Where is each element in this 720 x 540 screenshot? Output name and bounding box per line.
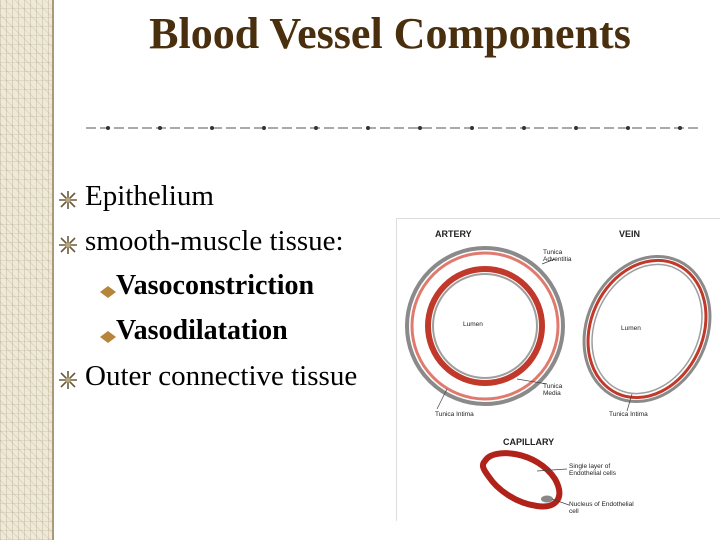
vein-drawing bbox=[582, 254, 712, 404]
vessel-diagram bbox=[405, 246, 712, 510]
vein-lumen-label: Lumen bbox=[621, 325, 641, 332]
bullet-item-smooth-muscle: smooth-muscle tissue: bbox=[58, 225, 398, 270]
artery-tunica-intima-label: Tunica Intima bbox=[435, 411, 474, 418]
star-bullet-icon bbox=[59, 191, 77, 209]
capillary-label: CAPILLARY bbox=[503, 437, 555, 447]
decorative-side-strip bbox=[0, 0, 54, 540]
artery-drawing bbox=[405, 246, 565, 406]
star-bullet-icon bbox=[59, 236, 77, 254]
bullet-text: Vasodilatation bbox=[116, 315, 288, 346]
single-layer-label: Single layer of Endothelial cells bbox=[569, 463, 616, 477]
bullet-text: Outer connective tissue bbox=[85, 360, 358, 392]
bullet-list: Epithelium smooth-muscle tissue: Vasocon… bbox=[58, 180, 398, 405]
bullet-item-epithelium: Epithelium bbox=[58, 180, 398, 225]
bullet-item-vasodilatation: Vasodilatation bbox=[58, 315, 398, 360]
artery-lumen-label: Lumen bbox=[463, 321, 483, 328]
bullet-text: Vasoconstriction bbox=[116, 270, 315, 301]
star-bullet-icon bbox=[59, 371, 77, 389]
tunica-media-label: Tunica Media bbox=[543, 383, 563, 397]
vein-label: VEIN bbox=[619, 229, 641, 239]
bullet-text: Epithelium bbox=[85, 180, 214, 212]
capillary-drawing bbox=[479, 450, 563, 510]
dashed-divider bbox=[86, 126, 698, 130]
diamond-bullet-icon bbox=[100, 331, 116, 343]
nucleus-label: Nucleus of Endothelial cell bbox=[569, 501, 634, 515]
artery-label: ARTERY bbox=[435, 229, 472, 239]
tunica-adventitia-label: Tunica Adventitia bbox=[543, 249, 572, 263]
vein-tunica-intima-label: Tunica Intima bbox=[609, 411, 648, 418]
slide-title: Blood Vessel Components bbox=[149, 9, 631, 58]
bullet-item-outer-connective: Outer connective tissue bbox=[58, 360, 398, 405]
bullet-text: smooth-muscle tissue: bbox=[85, 225, 344, 257]
bullet-item-vasoconstriction: Vasoconstriction bbox=[58, 270, 398, 315]
diamond-bullet-icon bbox=[100, 286, 116, 298]
blood-vessel-figure: ARTERY VEIN Tunica Adventitia Lumen Lume… bbox=[396, 218, 720, 521]
